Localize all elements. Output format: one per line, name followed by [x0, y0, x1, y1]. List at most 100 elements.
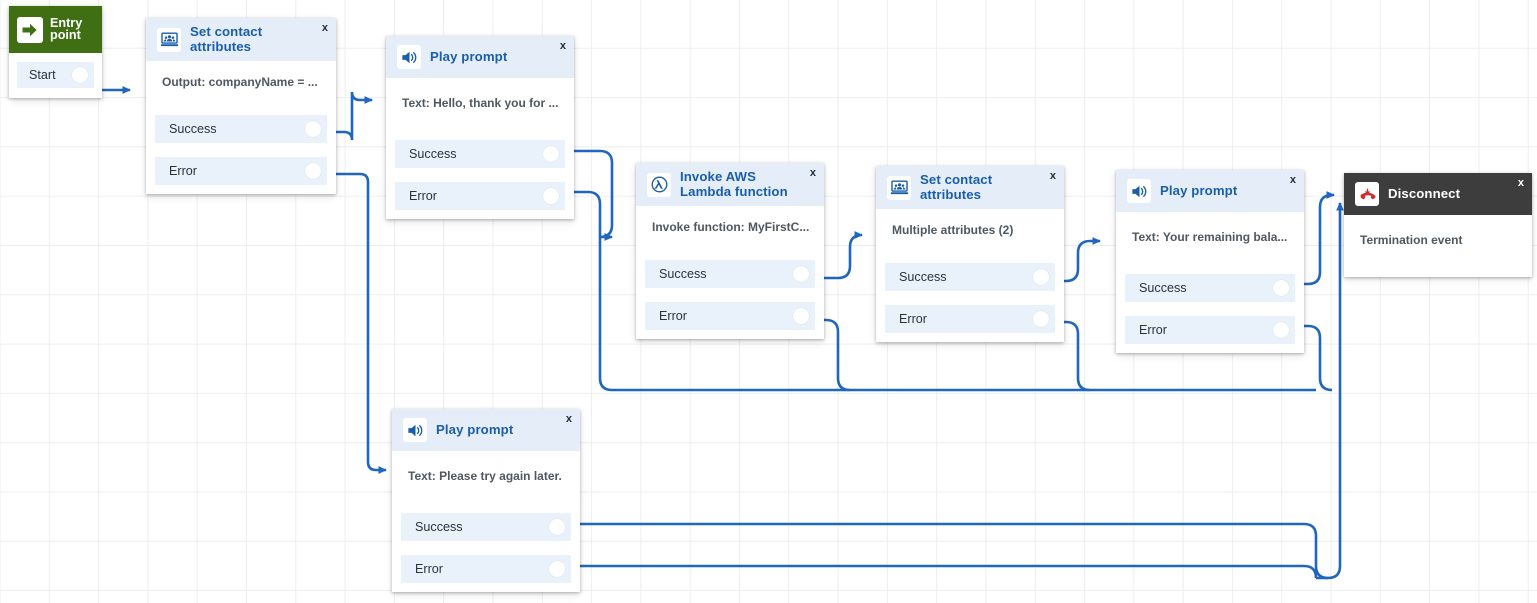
entry-point-title-line2: point — [50, 28, 81, 42]
close-icon[interactable]: x — [565, 413, 572, 425]
port-connector-dot[interactable] — [793, 266, 809, 282]
port-label: Error — [1139, 323, 1167, 337]
node-title: Invoke AWS Lambda function — [680, 169, 788, 199]
port-connector-dot[interactable] — [1273, 280, 1289, 296]
node-header: Invoke AWS Lambda function x — [636, 163, 824, 206]
port-success[interactable]: Success — [155, 115, 327, 143]
port-error[interactable]: Error — [885, 305, 1055, 333]
port-start[interactable]: Start — [17, 62, 94, 88]
port-error[interactable]: Error — [1125, 316, 1295, 344]
close-icon[interactable]: x — [1517, 177, 1524, 189]
node-title-line1: Disconnect — [1388, 185, 1461, 201]
port-label: Error — [415, 562, 443, 576]
port-label: Error — [659, 309, 687, 323]
node-ports: Success Error — [1116, 252, 1304, 353]
node-title-line1: Invoke AWS — [680, 169, 756, 184]
node-title-line1: Set contact — [190, 24, 263, 39]
node-subtitle: Text: Your remaining bala... — [1132, 230, 1288, 244]
node-title-line2: attributes — [920, 186, 982, 202]
entry-point-ports: Start — [9, 53, 102, 98]
node-set-contact-attributes-2[interactable]: Set contact attributes x Multiple attrib… — [876, 166, 1064, 342]
node-title: Set contact attributes — [920, 172, 993, 202]
node-play-prompt-2[interactable]: Play prompt x Text: Your remaining bala.… — [1116, 170, 1304, 353]
port-label: Error — [899, 312, 927, 326]
port-success[interactable]: Success — [885, 263, 1055, 291]
node-subtitle: Multiple attributes (2) — [892, 223, 1014, 237]
port-label: Success — [415, 520, 463, 534]
port-connector-dot[interactable] — [793, 308, 809, 324]
node-title-line1: Play prompt — [430, 48, 508, 64]
close-icon[interactable]: x — [1289, 174, 1296, 186]
port-success[interactable]: Success — [1125, 274, 1295, 302]
node-ports: Success Error — [392, 491, 580, 592]
entry-point-node[interactable]: Entry point Start — [9, 6, 102, 98]
close-icon[interactable]: x — [321, 22, 328, 34]
close-icon[interactable]: x — [1049, 170, 1056, 182]
port-error[interactable]: Error — [401, 555, 571, 583]
entry-point-header: Entry point — [9, 6, 102, 53]
node-subtitle: Text: Hello, thank you for ... — [402, 96, 559, 110]
node-ports: Success Error — [636, 242, 824, 339]
node-title-line1: Play prompt — [436, 421, 514, 437]
port-label: Success — [409, 147, 457, 161]
node-header: Play prompt x — [1116, 170, 1304, 212]
node-header: Play prompt x — [392, 409, 580, 451]
phone-hangup-icon — [1355, 182, 1379, 206]
port-success[interactable]: Success — [395, 140, 565, 168]
node-header: Disconnect x — [1344, 173, 1532, 215]
port-connector-dot[interactable] — [72, 67, 88, 83]
close-icon[interactable]: x — [809, 167, 816, 179]
node-subtitle: Termination event — [1360, 233, 1463, 247]
node-disconnect[interactable]: Disconnect x Termination event — [1344, 173, 1532, 277]
port-label: Success — [899, 270, 947, 284]
port-connector-dot[interactable] — [549, 561, 565, 577]
node-invoke-aws-lambda-function[interactable]: Invoke AWS Lambda function x Invoke func… — [636, 163, 824, 339]
node-header: Set contact attributes x — [876, 166, 1064, 209]
node-ports: Success Error — [386, 118, 574, 219]
node-title: Play prompt — [1160, 182, 1238, 199]
node-set-contact-attributes-1[interactable]: Set contact attributes x Output: company… — [146, 18, 336, 194]
port-connector-dot[interactable] — [1033, 311, 1049, 327]
port-success[interactable]: Success — [401, 513, 571, 541]
node-title-line1: Play prompt — [1160, 182, 1238, 198]
port-connector-dot[interactable] — [543, 188, 559, 204]
node-title: Disconnect — [1388, 185, 1461, 202]
port-label: Error — [169, 164, 197, 178]
node-subtitle: Text: Please try again later. — [408, 469, 562, 483]
node-ports: Success Error — [146, 97, 336, 194]
port-label: Success — [659, 267, 707, 281]
port-error[interactable]: Error — [645, 302, 815, 330]
speaker-icon — [397, 45, 421, 69]
port-connector-dot[interactable] — [549, 519, 565, 535]
port-connector-dot[interactable] — [543, 146, 559, 162]
arrow-right-icon — [17, 16, 43, 43]
node-ports: Success Error — [876, 245, 1064, 342]
port-error[interactable]: Error — [395, 182, 565, 210]
contact-attributes-icon — [157, 27, 181, 52]
port-label: Start — [29, 68, 56, 82]
node-title: Play prompt — [430, 48, 508, 65]
contact-attributes-icon — [887, 175, 911, 200]
port-connector-dot[interactable] — [1033, 269, 1049, 285]
node-title: Play prompt — [436, 421, 514, 438]
port-label: Success — [1139, 281, 1187, 295]
node-play-prompt-3[interactable]: Play prompt x Text: Please try again lat… — [392, 409, 580, 592]
port-label: Error — [409, 189, 437, 203]
port-connector-dot[interactable] — [1273, 322, 1289, 338]
entry-point-title: Entry point — [43, 15, 83, 43]
close-icon[interactable]: x — [559, 40, 566, 52]
port-connector-dot[interactable] — [305, 163, 321, 179]
node-header: Play prompt x — [386, 36, 574, 78]
entry-point-title-line1: Entry — [50, 15, 83, 30]
node-title: Set contact attributes — [190, 24, 263, 54]
node-title-line1: Set contact — [920, 172, 993, 187]
port-connector-dot[interactable] — [305, 121, 321, 137]
port-success[interactable]: Success — [645, 260, 815, 288]
speaker-icon — [1127, 179, 1151, 203]
node-subtitle: Invoke function: MyFirstC... — [652, 220, 810, 234]
port-error[interactable]: Error — [155, 157, 327, 185]
node-title-line2: Lambda function — [680, 183, 788, 199]
speaker-icon — [403, 418, 427, 442]
node-play-prompt-1[interactable]: Play prompt x Text: Hello, thank you for… — [386, 36, 574, 219]
